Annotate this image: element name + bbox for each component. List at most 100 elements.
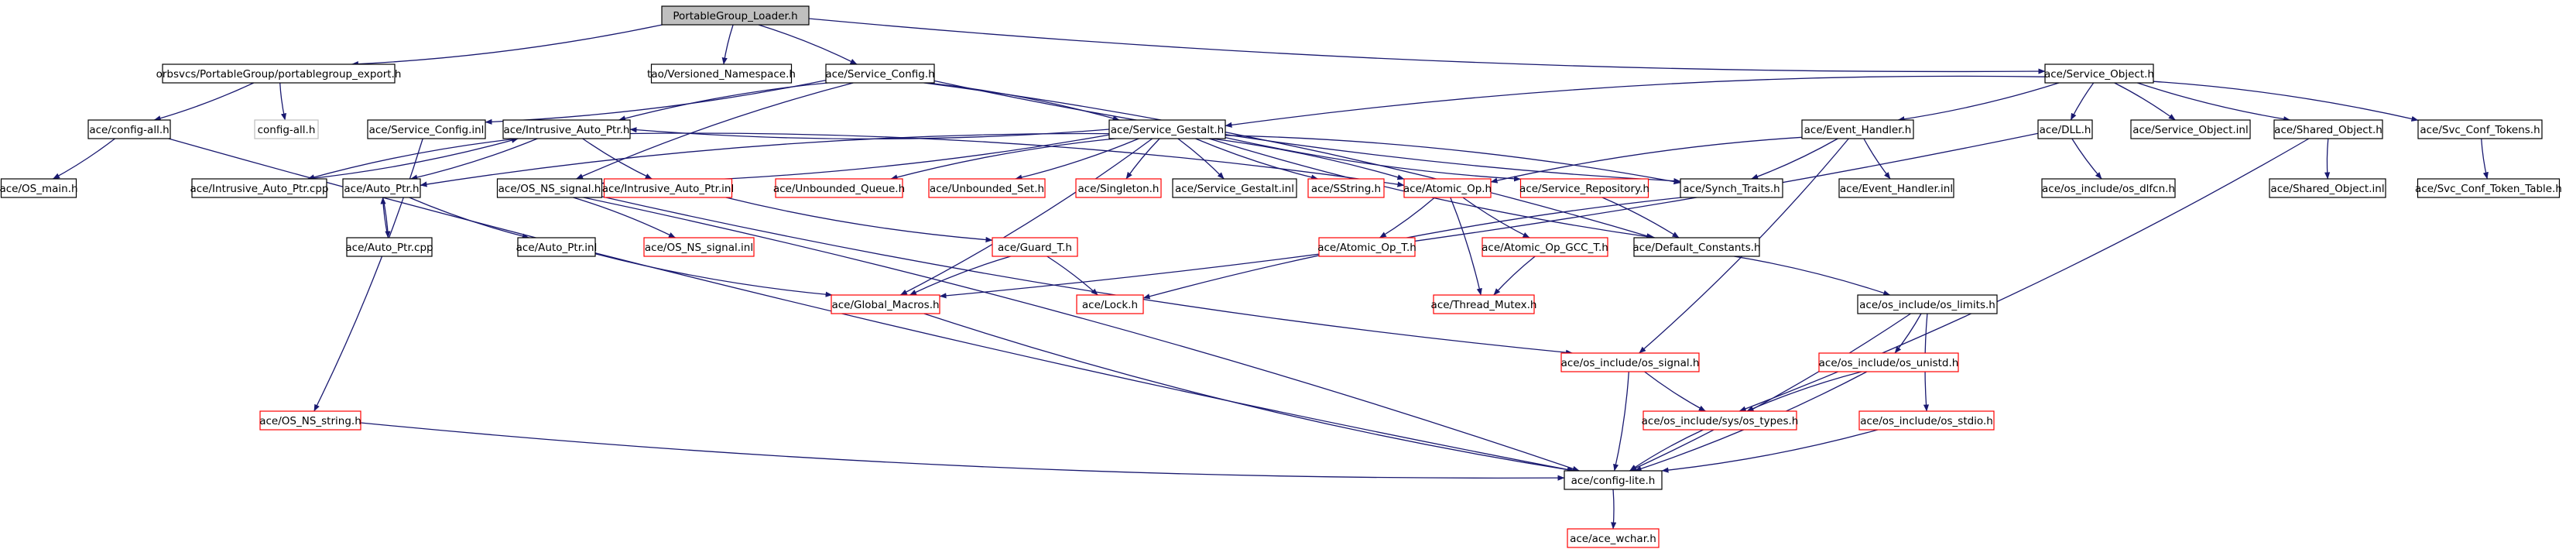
- node-service-repository-h[interactable]: ace/Service_Repository.h: [1519, 178, 1649, 198]
- node-default-constants-h[interactable]: ace/Default_Constants.h: [1632, 237, 1761, 257]
- edge-service_repository_h-to-default_constants_h: [1601, 197, 1680, 238]
- node-svc-conf-tokens-h[interactable]: ace/Svc_Conf_Tokens.h: [2417, 119, 2543, 139]
- node-intrusive-auto-ptr-inl[interactable]: ace/Intrusive_Auto_Ptr.inl: [602, 178, 735, 198]
- node-os-main-h[interactable]: ace/OS_main.h: [0, 178, 78, 198]
- node-box: [992, 237, 1078, 257]
- node-service-gestalt-h[interactable]: ace/Service_Gestalt.h: [1108, 119, 1226, 139]
- edge-guard_t_h-to-lock_h: [1046, 256, 1098, 296]
- edge-event_handler_h-to-synch_traits_h: [1751, 138, 1838, 180]
- node-config-lite-h[interactable]: ace/config-lite.h: [1564, 470, 1663, 490]
- node-label: ace/DLL.h: [2040, 124, 2091, 136]
- node-unbounded-set-h[interactable]: ace/Unbounded_Set.h: [928, 178, 1046, 198]
- node-label: ace/Event_Handler.h: [1804, 124, 1912, 136]
- edge-service_object_h-to-svc_conf_tokens_h: [2153, 81, 2419, 122]
- edge-service_config_h-to-synch_traits_h: [933, 80, 1681, 184]
- node-label: ace/Auto_Ptr.cpp: [345, 242, 433, 254]
- node-intrusive-auto-ptr-h[interactable]: ace/Intrusive_Auto_Ptr.h: [502, 119, 631, 139]
- node-lock-h[interactable]: ace/Lock.h: [1076, 294, 1144, 314]
- node-config-all-h2[interactable]: config-all.h: [254, 119, 319, 139]
- node-service-config-h[interactable]: ace/Service_Config.h: [825, 63, 935, 84]
- node-os-limits-h[interactable]: ace/os_include/os_limits.h: [1857, 294, 1998, 314]
- node-label: ace/Global_Macros.h: [831, 299, 939, 311]
- node-box: [367, 119, 486, 139]
- edge-pg_export-to-config_all_h: [153, 82, 255, 122]
- node-box: [2044, 63, 2154, 84]
- edge-service_gestalt_h-to-global_macros_h: [899, 138, 1153, 296]
- node-thread-mutex-h[interactable]: ace/Thread_Mutex.h: [1431, 294, 1537, 314]
- edge-atomic_op_gcc_t_h-to-thread_mutex_h: [1493, 256, 1536, 296]
- node-event-handler-inl[interactable]: ace/Event_Handler.inl: [1838, 178, 1954, 198]
- node-box: [2417, 178, 2561, 198]
- node-pg-export[interactable]: orbsvcs/PortableGroup/portablegroup_expo…: [156, 63, 402, 84]
- node-os-dlfcn-h[interactable]: ace/os_include/os_dlfcn.h: [2041, 178, 2176, 198]
- edge-dll_h-to-global_macros_h: [939, 132, 2039, 299]
- node-auto-ptr-cpp[interactable]: ace/Auto_Ptr.cpp: [345, 237, 433, 257]
- node-versioned-ns[interactable]: tao/Versioned_Namespace.h: [647, 63, 796, 84]
- node-label: ace/Auto_Ptr.inl: [516, 242, 598, 254]
- edge-intrusive_auto_ptr_h-to-auto_ptr_h: [410, 138, 538, 180]
- edge-os_ns_signal_h-to-config_lite_h: [583, 197, 1580, 472]
- node-service-object-inl[interactable]: ace/Service_Object.inl: [2130, 119, 2251, 139]
- node-config-all-h[interactable]: ace/config-all.h: [87, 119, 171, 139]
- node-shared-object-inl[interactable]: ace/Shared_Object.inl: [2269, 178, 2386, 198]
- node-box: [1680, 178, 1783, 198]
- node-dll-h[interactable]: ace/DLL.h: [2037, 119, 2093, 139]
- node-intrusive-auto-ptr-cpp[interactable]: ace/Intrusive_Auto_Ptr.cpp: [190, 178, 329, 198]
- node-label: ace/Service_Gestalt.h: [1111, 124, 1224, 136]
- edge-config_lite_h-to-ace_wchar_h: [1611, 489, 1617, 530]
- node-box: [1433, 294, 1535, 314]
- node-os-stdio-h[interactable]: ace/os_include/os_stdio.h: [1858, 410, 1995, 431]
- node-unbounded-queue-h[interactable]: ace/Unbounded_Queue.h: [773, 178, 905, 198]
- node-label: ace/Atomic_Op.h: [1403, 183, 1492, 195]
- node-os-ns-string-h[interactable]: ace/OS_NS_string.h: [259, 410, 361, 431]
- node-global-macros-h[interactable]: ace/Global_Macros.h: [831, 294, 940, 314]
- node-service-object-h[interactable]: ace/Service_Object.h: [2044, 63, 2154, 84]
- node-atomic-op-h[interactable]: ace/Atomic_Op.h: [1403, 178, 1492, 198]
- node-guard-t-h[interactable]: ace/Guard_T.h: [992, 237, 1078, 257]
- node-auto-ptr-inl[interactable]: ace/Auto_Ptr.inl: [516, 237, 598, 257]
- edge-synch_traits_h-to-lock_h: [1142, 197, 1682, 300]
- node-label: ace/os_include/os_stdio.h: [1860, 415, 1993, 427]
- node-service-config-inl[interactable]: ace/Service_Config.inl: [367, 119, 486, 139]
- node-box: [1076, 294, 1144, 314]
- edge-service_gestalt_h-to-synch_traits_h: [1225, 135, 1681, 185]
- node-box: [496, 178, 603, 198]
- node-auto-ptr-h[interactable]: ace/Auto_Ptr.h: [342, 178, 421, 198]
- node-event-handler-h[interactable]: ace/Event_Handler.h: [1801, 119, 1914, 139]
- node-label: ace/os_include/os_dlfcn.h: [2042, 183, 2175, 195]
- node-synch-traits-h[interactable]: ace/Synch_Traits.h: [1680, 178, 1783, 198]
- node-label: ace/os_include/os_signal.h: [1561, 357, 1700, 369]
- node-box: [603, 178, 733, 198]
- node-atomic-op-t-h[interactable]: ace/Atomic_Op_T.h: [1317, 237, 1416, 257]
- edge-auto_ptr_cpp-to-auto_ptr_h: [380, 197, 389, 238]
- node-box: [2417, 119, 2543, 139]
- node-box: [2037, 119, 2093, 139]
- node-label: ace/Guard_T.h: [998, 242, 1072, 254]
- edge-root-to-versioned_ns: [721, 24, 734, 65]
- node-ace-wchar-h[interactable]: ace/ace_wchar.h: [1567, 528, 1660, 548]
- node-label: ace/Synch_Traits.h: [1683, 183, 1780, 195]
- node-singleton-h[interactable]: ace/Singleton.h: [1075, 178, 1162, 198]
- edge-shared_object_h-to-shared_object_inl: [2324, 138, 2331, 180]
- node-os-types-h[interactable]: ace/os_include/sys/os_types.h: [1642, 410, 1799, 431]
- node-os-unistd-h[interactable]: ace/os_include/os_unistd.h: [1818, 352, 1959, 372]
- node-svc-conf-token-table-h[interactable]: ace/Svc_Conf_Token_Table.h: [2415, 178, 2562, 198]
- edge-service_object_h-to-event_handler_h: [1897, 82, 2060, 122]
- node-atomic-op-gcc-t-h[interactable]: ace/Atomic_Op_GCC_T.h: [1482, 237, 1608, 257]
- node-box: [1108, 119, 1226, 139]
- node-os-signal-h[interactable]: ace/os_include/os_signal.h: [1560, 352, 1700, 372]
- edge-intrusive_auto_ptr_h-to-atomic_op_h: [629, 132, 1405, 187]
- node-box: [1560, 352, 1700, 372]
- node-service-gestalt-inl[interactable]: ace/Service_Gestalt.inl: [1172, 178, 1297, 198]
- node-shared-object-h[interactable]: ace/Shared_Object.h: [2273, 119, 2383, 139]
- edge-service_gestalt_h-to-auto_ptr_h: [420, 132, 1110, 187]
- edge-atomic_op_h-to-atomic_op_t_h: [1379, 197, 1436, 238]
- node-sstring-h[interactable]: ace/SString.h: [1307, 178, 1385, 198]
- node-label: ace/config-all.h: [89, 124, 169, 136]
- node-root[interactable]: PortableGroup_Loader.h: [661, 5, 810, 26]
- edge-os_limits_h-to-config_lite_h: [1629, 313, 1911, 472]
- node-os-ns-signal-inl[interactable]: ace/OS_NS_signal.inl: [643, 237, 755, 257]
- node-box: [1482, 237, 1608, 257]
- node-os-ns-signal-h[interactable]: ace/OS_NS_signal.h: [496, 178, 603, 198]
- node-label: ace/config-lite.h: [1571, 475, 1656, 487]
